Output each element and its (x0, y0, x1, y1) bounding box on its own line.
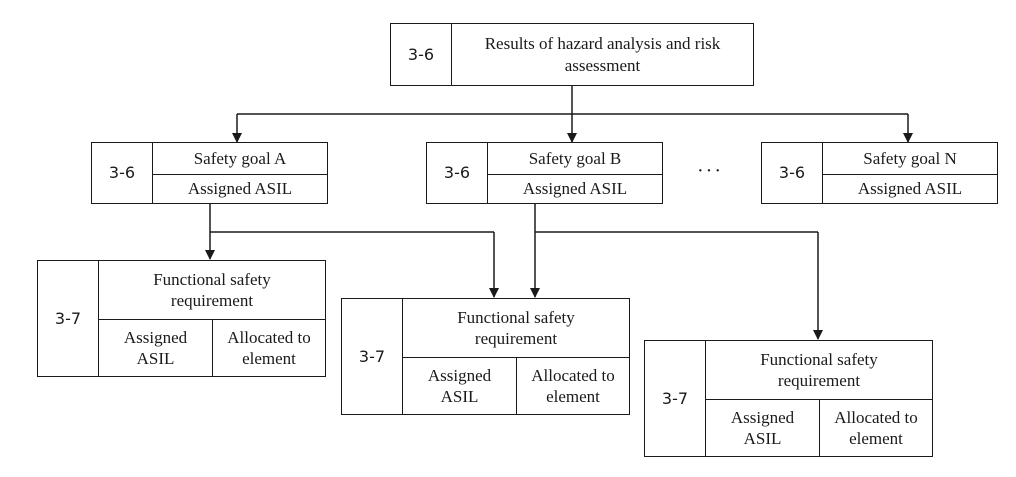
safety-goal-a-box: 3-6 Safety goal A Assigned ASIL (91, 142, 328, 204)
req-2-asil: Assigned ASIL (402, 357, 516, 414)
req-2-title: Functional safety requirement (402, 299, 629, 357)
goal-a-id: 3-6 (108, 163, 136, 182)
goal-a-asil: Assigned ASIL (152, 174, 327, 203)
goal-n-asil: Assigned ASIL (822, 174, 997, 203)
req-3-title: Functional safety requirement (705, 341, 932, 399)
req-1-asil: Assigned ASIL (98, 319, 212, 376)
req-3-asil: Assigned ASIL (705, 399, 819, 456)
goal-a-title: Safety goal A (152, 143, 327, 174)
requirement-2-box: 3-7 Functional safety requirement Assign… (341, 298, 630, 415)
req-3-allocated: Allocated to element (819, 399, 932, 456)
req-1-id: 3-7 (54, 308, 82, 328)
req-1-title: Functional safety requirement (98, 261, 325, 319)
goal-b-asil: Assigned ASIL (487, 174, 662, 203)
requirement-3-box: 3-7 Functional safety requirement Assign… (644, 340, 933, 457)
hazard-analysis-box: 3-6 Results of hazard analysis and risk … (390, 23, 754, 86)
safety-goal-n-box: 3-6 Safety goal N Assigned ASIL (761, 142, 998, 204)
safety-goal-b-box: 3-6 Safety goal B Assigned ASIL (426, 142, 663, 204)
req-1-allocated: Allocated to element (212, 319, 325, 376)
root-title: Results of hazard analysis and risk asse… (451, 24, 753, 85)
goal-n-title: Safety goal N (822, 143, 997, 174)
req-2-id: 3-7 (358, 346, 386, 366)
requirement-1-box: 3-7 Functional safety requirement Assign… (37, 260, 326, 377)
ellipsis: ··· (697, 160, 723, 182)
req-3-id: 3-7 (661, 388, 689, 408)
root-id: 3-6 (407, 44, 435, 64)
goal-b-id: 3-6 (443, 163, 471, 182)
goal-n-id: 3-6 (778, 163, 806, 182)
goal-b-title: Safety goal B (487, 143, 662, 174)
req-2-allocated: Allocated to element (516, 357, 629, 414)
